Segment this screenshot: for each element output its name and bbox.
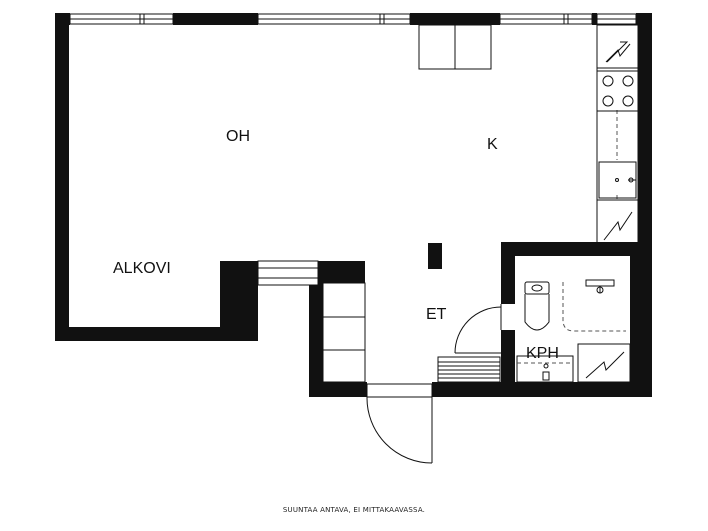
bathroom-top-wall	[501, 242, 652, 256]
bathroom-left-wall-upper	[501, 242, 515, 304]
alkovi-bottom-wall	[55, 327, 233, 341]
entry-threshold	[366, 383, 433, 398]
scale-disclaimer: SUUNTAA ANTAVA, EI MITTAKAAVASSA.	[282, 506, 426, 514]
bathroom-door-swing	[454, 306, 502, 354]
entry-door-swing	[366, 396, 433, 464]
center-column	[428, 243, 442, 269]
bathroom-left-wall-lower	[501, 330, 515, 397]
partition-left-post	[220, 261, 234, 341]
kitchen-right-wall	[638, 13, 652, 245]
toilet-bowl	[524, 294, 550, 331]
top-wall-segment-3	[592, 13, 597, 25]
stove	[596, 70, 639, 112]
room-label-et: ET	[426, 306, 447, 323]
kitchen-counter	[596, 24, 639, 244]
bath-cabinet	[577, 343, 631, 383]
toilet-tank	[524, 281, 550, 295]
windows	[69, 13, 637, 25]
burner-icon	[622, 75, 634, 87]
burner-icon	[602, 95, 614, 107]
toilet-icon	[531, 284, 543, 292]
room-label-kph: KPH	[526, 345, 559, 362]
top-wall-segment-2	[410, 13, 500, 25]
bottom-wall-left	[309, 382, 367, 397]
burner-icon	[602, 75, 614, 87]
bathroom-right-wall	[630, 242, 652, 397]
corridor-fixtures	[322, 282, 501, 383]
faucet-icon	[628, 177, 634, 183]
partition-opening	[257, 260, 319, 286]
room-label-oh: OH	[226, 128, 250, 145]
left-wall	[55, 13, 69, 341]
top-wall-segment-1	[173, 13, 258, 25]
room-label-k: K	[487, 136, 498, 153]
burner-icon	[622, 95, 634, 107]
exterior-walls	[55, 13, 652, 397]
partition-step	[233, 285, 258, 297]
wash-basin	[516, 355, 574, 383]
corridor-left-wall	[309, 283, 323, 397]
partition-glass	[257, 260, 319, 286]
bottom-wall-right	[432, 382, 652, 397]
room-label-alkovi: ALKOVI	[113, 260, 171, 277]
partition-right-block	[318, 261, 365, 283]
dishwasher-symbol-icon	[603, 211, 633, 241]
fridge-symbol-icon	[606, 41, 629, 63]
cabinet-symbol-icon	[585, 351, 625, 379]
kitchen-fixtures	[418, 24, 639, 244]
closet	[322, 282, 366, 383]
shower-head	[585, 279, 615, 287]
basin-tap-icon	[542, 371, 550, 381]
doors	[366, 304, 502, 464]
bathroom-fixtures	[516, 279, 631, 383]
shower-area-outline	[562, 282, 626, 332]
